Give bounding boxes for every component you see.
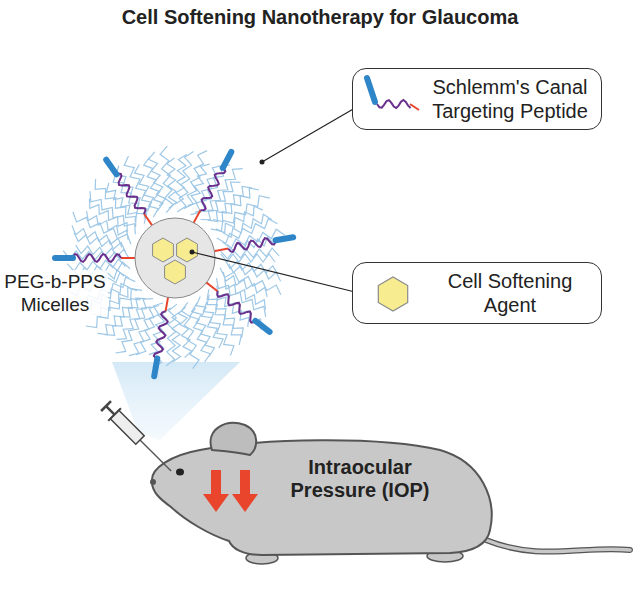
leader-line bbox=[192, 252, 355, 292]
leader-dot bbox=[190, 250, 195, 255]
agent-hexagon bbox=[153, 238, 174, 262]
peptide-chains bbox=[55, 152, 293, 376]
iop-label: Intraocular Pressure (IOP) bbox=[268, 456, 452, 502]
mouse-body bbox=[152, 440, 492, 555]
callout-text: Schlemm's Canal Targeting Peptide bbox=[427, 75, 593, 123]
peg-strand bbox=[207, 295, 241, 345]
peg-strand bbox=[116, 307, 152, 353]
leader-dot bbox=[260, 160, 265, 165]
title: Cell Softening Nanotherapy for Glaucoma bbox=[0, 6, 640, 29]
peg-strand bbox=[105, 298, 146, 335]
agent-hexagon bbox=[378, 277, 407, 311]
targeting-peptide bbox=[223, 152, 231, 168]
peg-strand bbox=[144, 157, 163, 211]
peptide-chain bbox=[200, 169, 225, 211]
peptide-chain bbox=[377, 100, 411, 108]
callout-text: Cell Softening Agent bbox=[427, 269, 593, 317]
syringe-flange bbox=[108, 408, 121, 421]
micelle-core bbox=[135, 218, 215, 298]
peg-strand bbox=[208, 186, 252, 221]
peg-strand bbox=[148, 152, 165, 206]
down-arrow bbox=[232, 470, 258, 512]
targeting-peptide bbox=[106, 160, 116, 175]
mouse-ear bbox=[211, 423, 257, 455]
peg-strand bbox=[195, 165, 230, 212]
peg-strand bbox=[124, 156, 151, 212]
syringe-barrel bbox=[110, 410, 144, 444]
mouse-tail bbox=[486, 540, 630, 552]
peg-strand bbox=[72, 225, 122, 247]
peg-strand bbox=[129, 306, 159, 356]
peg-corona bbox=[63, 146, 285, 369]
agent-hexagon bbox=[177, 238, 198, 262]
mouse-nose bbox=[150, 479, 156, 485]
down-arrow bbox=[203, 470, 229, 512]
callout-box: Cell Softening Agent bbox=[352, 262, 602, 324]
targeting-peptide bbox=[55, 255, 73, 261]
peg-strand bbox=[73, 212, 131, 245]
mouse-eye bbox=[176, 469, 184, 476]
peptide-chain bbox=[73, 254, 121, 262]
syringe-plunger bbox=[101, 401, 111, 411]
callout-icon bbox=[361, 71, 421, 129]
peg-strand bbox=[172, 312, 181, 362]
peg-strand bbox=[207, 290, 243, 339]
peg-strand bbox=[166, 304, 177, 366]
linker bbox=[410, 104, 419, 110]
targeting-peptide bbox=[367, 78, 375, 102]
callout-box: Schlemm's Canal Targeting Peptide bbox=[352, 68, 602, 130]
leader-lines bbox=[190, 108, 356, 292]
peg-strand bbox=[179, 307, 192, 358]
peg-strand bbox=[190, 308, 211, 362]
peg-strand bbox=[160, 146, 173, 213]
peg-strand bbox=[167, 158, 177, 208]
leader-line bbox=[262, 108, 355, 162]
peg-strand bbox=[181, 302, 199, 368]
peptide-chain bbox=[217, 291, 254, 322]
cell-softening-agent bbox=[153, 238, 198, 284]
targeting-peptide bbox=[255, 321, 269, 332]
peptide-chain bbox=[228, 238, 276, 252]
iop-down-arrows bbox=[203, 470, 258, 512]
peg-strand bbox=[74, 233, 125, 252]
syringe-plunger bbox=[106, 406, 114, 414]
peg-strand bbox=[117, 299, 153, 340]
micelle-label: PEG-b-PPS Micelles bbox=[2, 270, 108, 316]
syringe bbox=[100, 400, 178, 478]
callout-icon bbox=[361, 265, 421, 323]
targeting-peptide bbox=[276, 237, 294, 240]
peptide-chain bbox=[154, 311, 168, 358]
agent-hexagon bbox=[165, 260, 186, 284]
syringe-needle bbox=[140, 440, 171, 471]
peptide-chain bbox=[118, 174, 146, 214]
targeting-peptide bbox=[154, 359, 157, 377]
peg-strand bbox=[216, 206, 263, 233]
mouse-tail bbox=[486, 540, 630, 552]
